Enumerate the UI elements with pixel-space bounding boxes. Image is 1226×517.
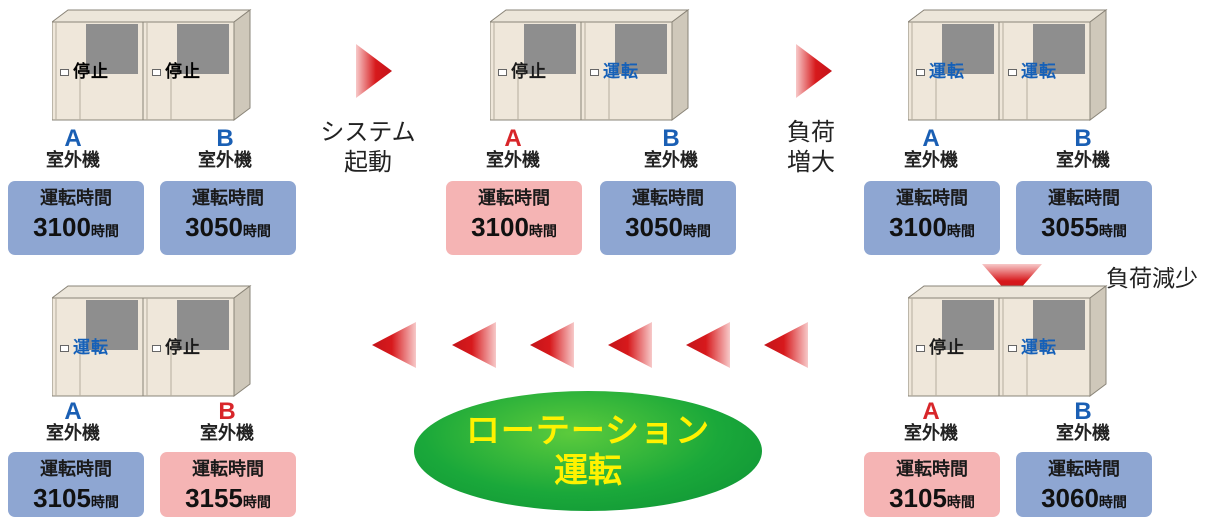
hours-unit: 時間 bbox=[1098, 495, 1127, 511]
step-load-decrease: 負荷減少 bbox=[1106, 266, 1198, 292]
hours-value: 3060 bbox=[1041, 483, 1099, 513]
hours-value: 3105 bbox=[889, 483, 947, 513]
hours-label: 運転時間 bbox=[896, 459, 968, 480]
arrow-left-icon bbox=[686, 322, 730, 368]
unit-b-status-label: 停止 bbox=[152, 62, 212, 82]
outdoor-unit-illustration: 運転 停止 bbox=[52, 280, 260, 405]
unit-b-name: 室外機 bbox=[200, 423, 254, 444]
hours-unit: 時間 bbox=[90, 224, 119, 240]
hours-value: 3050 bbox=[185, 212, 243, 242]
arrow-down-icon bbox=[982, 264, 1042, 298]
unit-a-hours-box: 運転時間 3100時間 bbox=[8, 181, 144, 255]
arrow-right-icon bbox=[356, 44, 392, 98]
unit-b-hours-box: 運転時間 3055時間 bbox=[1016, 181, 1152, 255]
outdoor-unit-illustration: 停止 運転 bbox=[908, 280, 1116, 405]
unit-b-hours-box: 運転時間 3155時間 bbox=[160, 452, 296, 517]
unit-b-hours-box: 運転時間 3060時間 bbox=[1016, 452, 1152, 517]
step-load-increase: 負荷増大 bbox=[787, 118, 835, 176]
hours-label: 運転時間 bbox=[632, 188, 704, 209]
unit-b-hours-box: 運転時間 3050時間 bbox=[600, 181, 736, 255]
hours-value: 3155 bbox=[185, 483, 243, 513]
unit-pair-5: 運転 停止 A 室外機 B 室外機 運転時間 3105時間 運転時間 3155時… bbox=[0, 270, 300, 517]
unit-a-hours-box: 運転時間 3105時間 bbox=[864, 452, 1000, 517]
unit-a-status-label: 停止 bbox=[916, 338, 976, 358]
rotation-subtitle: 運転 bbox=[554, 451, 622, 491]
hours-label: 運転時間 bbox=[192, 459, 264, 480]
unit-a-letter: A bbox=[922, 125, 940, 152]
unit-b-hours-box: 運転時間 3050時間 bbox=[160, 181, 296, 255]
arrow-left-icon bbox=[764, 322, 808, 368]
unit-a-hours-box: 運転時間 3105時間 bbox=[8, 452, 144, 517]
hours-unit: 時間 bbox=[1098, 224, 1127, 240]
unit-a-name: 室外機 bbox=[904, 150, 958, 171]
unit-b-name: 室外機 bbox=[1056, 423, 1110, 444]
unit-a-status-label: 停止 bbox=[60, 62, 120, 82]
unit-b-letter: B bbox=[1074, 125, 1092, 152]
hours-label: 運転時間 bbox=[1048, 188, 1120, 209]
unit-a-letter: A bbox=[504, 125, 522, 152]
hours-value: 3100 bbox=[33, 212, 91, 242]
unit-b-status-label: 運転 bbox=[1008, 338, 1068, 358]
outdoor-unit-illustration: 運転 運転 bbox=[908, 4, 1116, 129]
outdoor-unit-illustration: 停止 運転 bbox=[490, 4, 698, 129]
unit-a-hours-box: 運転時間 3100時間 bbox=[446, 181, 582, 255]
unit-a-status-label: 停止 bbox=[498, 62, 558, 82]
unit-pair-3: 運転 運転 A 室外機 B 室外機 運転時間 3100時間 運転時間 3055時… bbox=[856, 0, 1166, 260]
unit-a-letter: A bbox=[922, 398, 940, 425]
step-system-start: システム起動 bbox=[320, 118, 416, 176]
unit-a-status-label: 運転 bbox=[60, 338, 120, 358]
arrow-left-icon bbox=[372, 322, 416, 368]
hours-label: 運転時間 bbox=[40, 188, 112, 209]
unit-b-status-label: 運転 bbox=[1008, 62, 1068, 82]
hours-value: 3100 bbox=[889, 212, 947, 242]
arrow-left-icon bbox=[608, 322, 652, 368]
hours-unit: 時間 bbox=[946, 224, 975, 240]
hours-unit: 時間 bbox=[242, 495, 271, 511]
unit-a-letter: A bbox=[64, 398, 82, 425]
unit-b-letter: B bbox=[216, 125, 234, 152]
outdoor-unit-illustration: 停止 停止 bbox=[52, 4, 260, 129]
unit-a-name: 室外機 bbox=[46, 423, 100, 444]
hours-label: 運転時間 bbox=[896, 188, 968, 209]
hours-label: 運転時間 bbox=[40, 459, 112, 480]
arrow-right-icon bbox=[796, 44, 832, 98]
hours-unit: 時間 bbox=[528, 224, 557, 240]
hours-label: 運転時間 bbox=[478, 188, 550, 209]
unit-a-hours-box: 運転時間 3100時間 bbox=[864, 181, 1000, 255]
arrow-left-icon bbox=[530, 322, 574, 368]
unit-b-name: 室外機 bbox=[644, 150, 698, 171]
hours-unit: 時間 bbox=[242, 224, 271, 240]
hours-unit: 時間 bbox=[90, 495, 119, 511]
unit-a-letter: A bbox=[64, 125, 82, 152]
unit-pair-2: 停止 運転 A 室外機 B 室外機 運転時間 3100時間 運転時間 3050時… bbox=[440, 0, 750, 260]
hours-label: 運転時間 bbox=[1048, 459, 1120, 480]
unit-b-status-label: 運転 bbox=[590, 62, 650, 82]
rotation-arrows bbox=[372, 322, 812, 372]
unit-a-name: 室外機 bbox=[46, 150, 100, 171]
unit-b-letter: B bbox=[218, 398, 236, 425]
unit-pair-1: 停止 停止 A 室外機 B 室外機 運転時間 3100時間 運転時間 3050時… bbox=[0, 0, 300, 260]
hours-value: 3100 bbox=[471, 212, 529, 242]
arrow-left-icon bbox=[452, 322, 496, 368]
hours-unit: 時間 bbox=[946, 495, 975, 511]
unit-b-name: 室外機 bbox=[1056, 150, 1110, 171]
unit-b-name: 室外機 bbox=[198, 150, 252, 171]
unit-a-status-label: 運転 bbox=[916, 62, 976, 82]
hours-value: 3055 bbox=[1041, 212, 1099, 242]
unit-a-name: 室外機 bbox=[486, 150, 540, 171]
rotation-operation-badge: ローテーション 運転 bbox=[414, 391, 762, 511]
unit-b-letter: B bbox=[1074, 398, 1092, 425]
hours-label: 運転時間 bbox=[192, 188, 264, 209]
hours-value: 3050 bbox=[625, 212, 683, 242]
hours-unit: 時間 bbox=[682, 224, 711, 240]
unit-pair-4: 停止 運転 A 室外機 B 室外機 運転時間 3105時間 運転時間 3060時… bbox=[856, 270, 1166, 517]
unit-b-letter: B bbox=[662, 125, 680, 152]
unit-a-name: 室外機 bbox=[904, 423, 958, 444]
hours-value: 3105 bbox=[33, 483, 91, 513]
rotation-title: ローテーション bbox=[465, 411, 711, 451]
unit-b-status-label: 停止 bbox=[152, 338, 212, 358]
